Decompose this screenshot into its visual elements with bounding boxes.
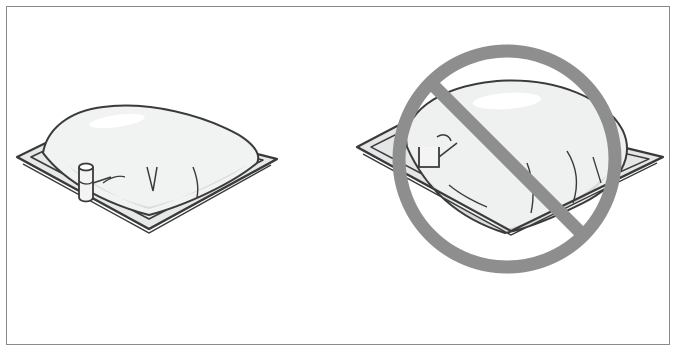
inflated-bag-with-port-icon: [7, 7, 327, 346]
illustration-frame: [6, 6, 670, 345]
overinflated-bag-icon: [337, 7, 671, 346]
incorrect-bag-panel: [337, 7, 671, 344]
correct-bag-panel: [7, 7, 327, 344]
